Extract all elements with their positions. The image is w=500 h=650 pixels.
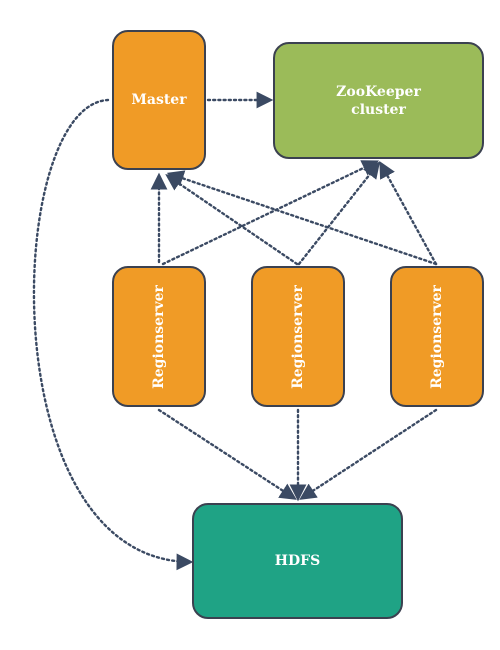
master-node: Master xyxy=(112,30,206,170)
regionserver-node-2: Regionserver xyxy=(251,266,345,407)
regionserver-label-1: Regionserver xyxy=(151,284,167,389)
regionserver-label-2: Regionserver xyxy=(290,284,306,389)
edge-rs2-zookeeper xyxy=(297,161,381,266)
edge-rs3-hdfs xyxy=(299,408,438,500)
edge-rs1-hdfs xyxy=(157,408,297,500)
hdfs-label: HDFS xyxy=(274,553,321,569)
edge-rs1-zookeeper xyxy=(161,160,380,266)
master-label: Master xyxy=(131,92,187,108)
regionserver-node-1: Regionserver xyxy=(112,266,206,407)
regionserver-label-3: Regionserver xyxy=(429,284,445,389)
edge-rs3-master xyxy=(166,170,438,266)
zookeeper-label: ZooKeeper cluster xyxy=(336,83,421,118)
edge-master-hdfs xyxy=(32,98,194,571)
edge-rs3-zookeeper xyxy=(379,161,438,266)
zookeeper-cluster-node: ZooKeeper cluster xyxy=(273,42,484,159)
regionserver-node-3: Regionserver xyxy=(390,266,484,407)
edge-rs2-master xyxy=(165,174,299,266)
hdfs-node: HDFS xyxy=(192,503,403,619)
